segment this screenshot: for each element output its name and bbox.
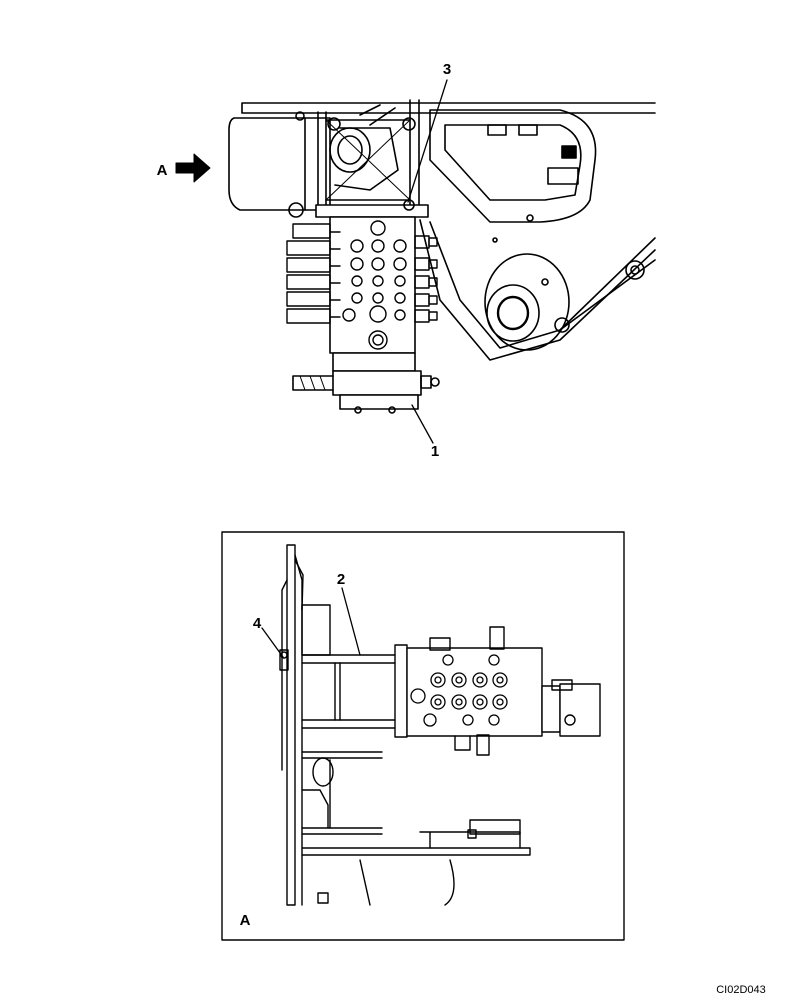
callout-1: 1 — [431, 443, 439, 460]
upper-view — [228, 99, 656, 414]
detail-frame — [221, 531, 625, 941]
callout-3: 3 — [443, 61, 451, 78]
view-arrow-label: A — [157, 162, 168, 179]
callout-4: 4 — [253, 615, 262, 632]
view-arrow — [175, 153, 211, 183]
drawing-code: CI02D043 — [716, 984, 766, 996]
detail-view-label: A — [240, 912, 251, 929]
lower-view — [279, 544, 601, 906]
callout-2: 2 — [337, 571, 345, 588]
